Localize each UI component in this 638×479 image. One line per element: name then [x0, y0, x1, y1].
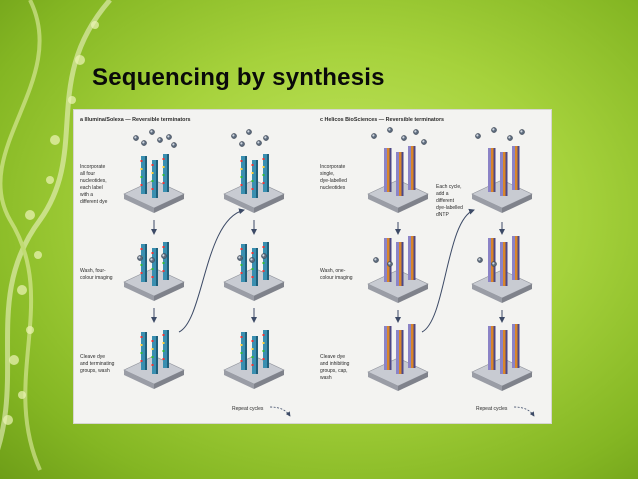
panel-a-repeat-label: Repeat cycles — [232, 406, 264, 412]
sequencing-figure: a Illumina/Solexa — Reversible terminato… — [73, 109, 552, 424]
panel-a-unit-cleave-2 — [224, 330, 284, 389]
slide-title: Sequencing by synthesis — [92, 64, 385, 91]
panel-c-unit-image — [368, 236, 428, 303]
panel-c-unit-cleave-2 — [472, 324, 532, 391]
panel-c-unit-incorporate-2 — [472, 126, 532, 213]
dna-helix-decoration — [0, 0, 112, 471]
panel-c-unit-image-2 — [472, 236, 532, 303]
panel-c: c Helicos BioSciences — Reversible termi… — [320, 117, 535, 417]
panel-a-unit-incorporate-2 — [224, 128, 284, 213]
panel-a-unit-incorporate — [124, 128, 184, 213]
panel-c-step1-label: Incorporate single, dye-labelled nucleot… — [320, 164, 348, 191]
panel-a: a Illumina/Solexa — Reversible terminato… — [80, 117, 291, 417]
panel-c-repeat-label: Repeat cycles — [476, 406, 508, 412]
panel-a-unit-image — [124, 242, 184, 301]
panel-c-step2-label: Wash, one- colour imaging — [320, 268, 353, 281]
panel-c-cycle-note: Each cycle, add a different dye-labelled… — [436, 184, 464, 218]
panel-a-title: a Illumina/Solexa — Reversible terminato… — [80, 117, 191, 123]
panel-c-title: c Helicos BioSciences — Reversible termi… — [320, 117, 444, 123]
panel-a-unit-image-2 — [224, 242, 284, 301]
panel-a-step3-label: Cleave dye and terminating groups, wash — [80, 354, 116, 374]
panel-a-step2-label: Wash, four- colour imaging — [80, 268, 113, 281]
panel-c-unit-incorporate — [368, 126, 428, 213]
panel-c-unit-cleave — [368, 324, 428, 391]
panel-c-step3-label: Cleave dye and inhibiting groups, cap, w… — [320, 354, 351, 381]
panel-a-unit-cleave — [124, 330, 184, 389]
panel-a-step1-label: Incorporate all four nucleotides, each l… — [80, 164, 108, 205]
